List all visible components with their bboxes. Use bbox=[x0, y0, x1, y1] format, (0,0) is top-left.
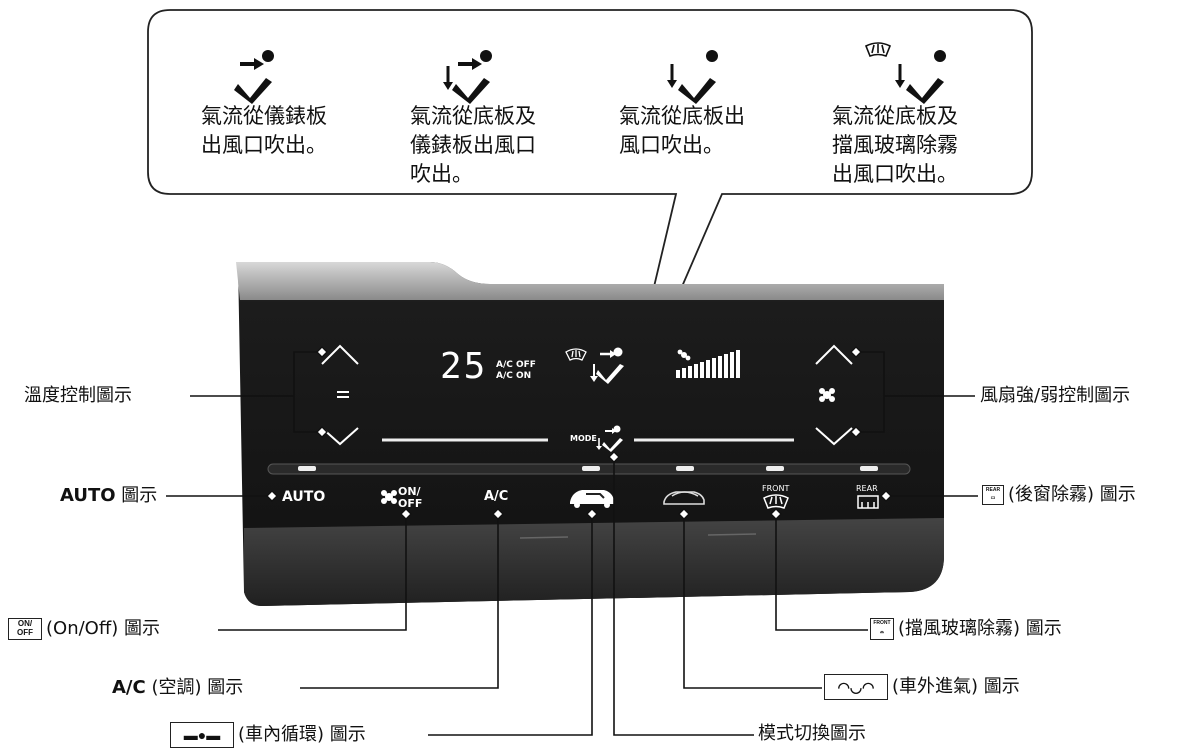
mode-switch-label: 模式切換圖示 bbox=[758, 723, 866, 744]
indicator-led bbox=[676, 466, 694, 471]
front-defrost-box-icon: FRONT⌓ bbox=[870, 618, 894, 640]
fan-onoff-icon bbox=[381, 490, 397, 504]
rear-defrost-label: REAR▭(後窗除霧) 圖示 bbox=[982, 484, 1136, 506]
off-label: OFF bbox=[398, 497, 423, 510]
auto-label: AUTO 圖示 bbox=[60, 485, 158, 506]
climate-panel bbox=[236, 262, 944, 606]
temperature-display: 25 bbox=[440, 346, 488, 387]
temp-up-icon bbox=[321, 344, 359, 365]
ac-button[interactable]: A/C bbox=[484, 489, 509, 504]
onoff-box-icon: ON/OFF bbox=[8, 618, 42, 640]
ac-on-indicator: A/C ON bbox=[496, 371, 532, 381]
fan-control-label: 風扇強/弱控制圖示 bbox=[980, 385, 1131, 406]
rear-defrost-box-icon: REAR▭ bbox=[982, 485, 1004, 505]
floor-vent-icon bbox=[667, 50, 718, 104]
mode-description-1: 氣流從儀錶板 出風口吹出。 bbox=[201, 104, 327, 157]
indicator-led bbox=[860, 466, 878, 471]
fan-level-bars bbox=[676, 350, 740, 378]
mode-description-2: 氣流從底板及 儀錶板出風口 吹出。 bbox=[410, 104, 536, 186]
auto-button[interactable]: AUTO bbox=[282, 489, 326, 505]
display-defrost-icon bbox=[565, 348, 587, 361]
indicator-led bbox=[766, 466, 784, 471]
rear-defrost-icon bbox=[857, 495, 879, 509]
fan-onoff-button[interactable] bbox=[372, 482, 426, 512]
front-defrost-icon bbox=[763, 494, 789, 509]
fan-down-icon bbox=[815, 427, 853, 446]
leader-lines bbox=[166, 351, 978, 736]
ac-off-indicator: A/C OFF bbox=[496, 360, 536, 370]
indicator-led bbox=[582, 466, 600, 471]
indicator-led bbox=[298, 466, 316, 471]
fresh-air-button[interactable] bbox=[660, 484, 708, 512]
fresh-air-label: ◠◡◠(車外進氣) 圖示 bbox=[824, 674, 1020, 700]
mode-button[interactable] bbox=[588, 420, 628, 454]
fan-up-icon bbox=[815, 344, 853, 365]
temp-control-label: 溫度控制圖示 bbox=[24, 385, 132, 406]
on-label: ON/ bbox=[398, 485, 421, 498]
onoff-label: ON/OFF(On/Off) 圖示 bbox=[8, 618, 160, 640]
mode-button-label: MODE bbox=[570, 434, 597, 443]
front-defrost-button[interactable] bbox=[756, 482, 796, 512]
floor-dash-vent-icon bbox=[443, 50, 492, 104]
mode-description-4: 氣流從底板及 擋風玻璃除霧 出風口吹出。 bbox=[832, 104, 958, 186]
recirculation-icon bbox=[570, 490, 614, 508]
mode-button-icon bbox=[596, 425, 623, 452]
front-label: FRONT bbox=[762, 484, 790, 493]
recirculation-button[interactable] bbox=[566, 484, 618, 512]
recirc-label: ▬●▬(車內循環) 圖示 bbox=[170, 722, 366, 748]
mode-description-3: 氣流從底板出 風口吹出。 bbox=[619, 104, 745, 157]
display-mode-icon bbox=[590, 347, 624, 384]
fresh-air-box-icon: ◠◡◠ bbox=[824, 674, 888, 700]
recirc-box-icon: ▬●▬ bbox=[170, 722, 234, 748]
front-defrost-label: FRONT⌓(擋風玻璃除霧) 圖示 bbox=[870, 618, 1062, 640]
rear-defrost-button[interactable] bbox=[852, 482, 886, 512]
floor-defrost-vent-icon bbox=[864, 42, 946, 104]
fan-icon bbox=[677, 349, 691, 361]
dash-vent-icon bbox=[234, 50, 274, 104]
fresh-air-icon bbox=[663, 491, 705, 505]
temp-level-icon bbox=[337, 391, 349, 398]
fan-icon bbox=[819, 388, 835, 402]
rear-label: REAR bbox=[856, 484, 878, 493]
ac-label: A/C (空調) 圖示 bbox=[112, 677, 244, 698]
temp-down-icon bbox=[321, 427, 359, 446]
